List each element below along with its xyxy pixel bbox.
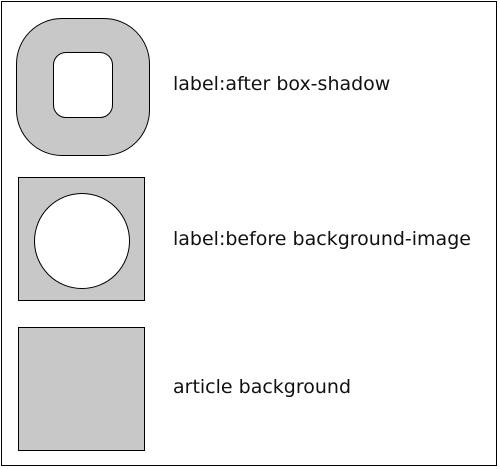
label-before-background-image: label:before background-image [173,228,471,250]
label-after-box-shadow: label:after box-shadow [173,73,391,95]
rounded-square-inner-hole [53,52,113,118]
label-article-background: article background [173,376,352,398]
inner-circle [34,193,130,289]
plain-square-shape [18,327,145,451]
